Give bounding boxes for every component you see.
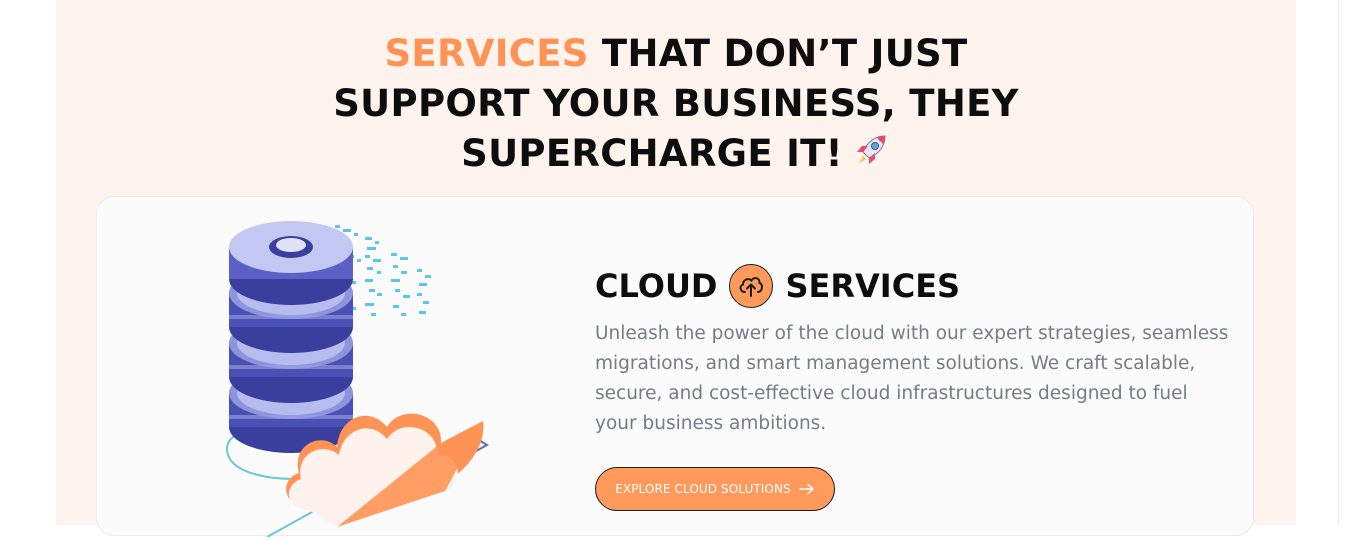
heading-line-3: SUPERCHARGE IT! (56, 129, 1296, 179)
heading-accent: SERVICES (384, 31, 589, 75)
card-description: Unleash the power of the cloud with our … (595, 323, 1229, 434)
card-title-right: SERVICES (785, 267, 961, 305)
cloud-upload-icon (729, 264, 774, 308)
heading-line-3-text: SUPERCHARGE IT! (461, 131, 843, 175)
explore-button-label: EXPLORE CLOUD SOLUTIONS (615, 482, 791, 496)
arrow-right-icon (799, 483, 815, 495)
rocket-icon (851, 130, 891, 170)
explore-cloud-solutions-button[interactable]: EXPLORE CLOUD SOLUTIONS (595, 467, 835, 511)
services-section: SERVICES THAT DON’T JUST SUPPORT YOUR BU… (56, 0, 1296, 538)
heading-line-1: SERVICES THAT DON’T JUST (56, 29, 1296, 79)
card-title: CLOUD SERVICES (595, 261, 960, 311)
section-heading: SERVICES THAT DON’T JUST SUPPORT YOUR BU… (56, 31, 1296, 179)
page-scrollbar[interactable] (1338, 0, 1354, 525)
card-title-left: CLOUD (595, 267, 718, 305)
heading-line-2: SUPPORT YOUR BUSINESS, THEY (333, 81, 1019, 125)
cloud-database-illustration (187, 217, 507, 538)
heading-line-1-rest: THAT DON’T JUST (588, 31, 968, 75)
cloud-services-card: CLOUD SERVICES Unleash the power of the … (96, 196, 1254, 538)
